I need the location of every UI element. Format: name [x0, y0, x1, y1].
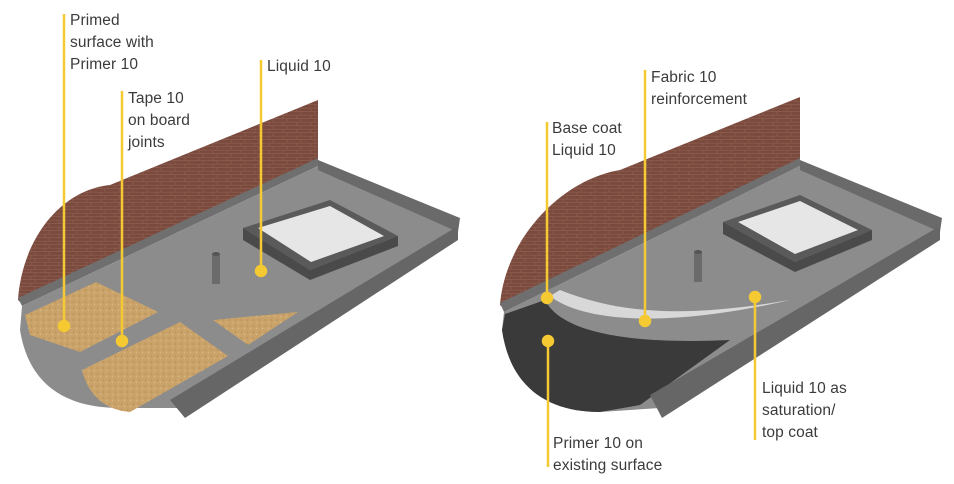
- marker-primed-surface: [57, 319, 71, 333]
- label-fabric: Fabric 10 reinforcement: [651, 69, 748, 108]
- skylight-glass: [258, 206, 384, 262]
- left-roof-diagram: [18, 100, 460, 418]
- label-primed-surface: Primed surface with Primer 10: [70, 12, 154, 73]
- board-3: [213, 312, 298, 345]
- fabric-band: [550, 290, 790, 319]
- marker-liquid: [254, 264, 268, 278]
- vent-pipe-right: [694, 252, 702, 282]
- label-tape: Tape 10 on board joints: [128, 90, 190, 151]
- label-base-coat: Base coat Liquid 10: [552, 120, 622, 159]
- marker-base-coat: [540, 291, 554, 305]
- marker-primer-existing: [541, 334, 555, 348]
- brick-wall-right: [500, 97, 800, 307]
- skylight-glass-right: [738, 201, 858, 254]
- board-2: [82, 322, 228, 412]
- marker-tape: [115, 334, 129, 348]
- label-liquid: Liquid 10: [267, 58, 331, 75]
- board-1: [25, 282, 158, 352]
- marker-fabric: [638, 314, 652, 328]
- vent-pipe: [212, 254, 220, 284]
- label-primer-existing: Primer 10 on existing surface: [553, 435, 663, 474]
- primer-area: [502, 300, 730, 412]
- right-roof-diagram: [500, 97, 942, 418]
- marker-saturation: [748, 290, 762, 304]
- leader-lines: [57, 14, 762, 467]
- brick-wall: [18, 100, 318, 302]
- label-saturation: Liquid 10 as saturation/ top coat: [762, 380, 847, 441]
